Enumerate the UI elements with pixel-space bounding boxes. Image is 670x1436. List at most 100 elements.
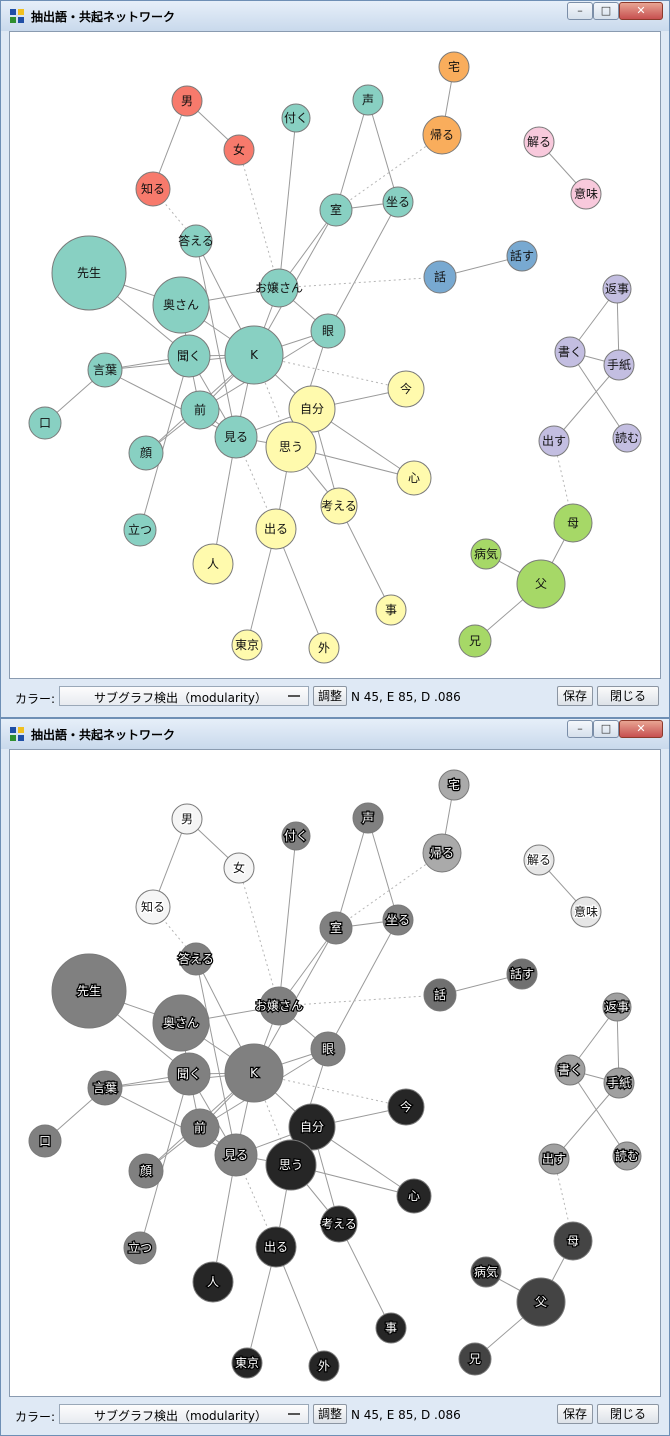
node-leave[interactable]: 出る — [255, 1226, 297, 1268]
node-circle[interactable] — [288, 385, 336, 433]
node-circle[interactable] — [308, 632, 340, 664]
node-circle[interactable] — [470, 538, 502, 570]
node-circle[interactable] — [167, 1052, 211, 1096]
close-window-button[interactable]: ✕ — [619, 720, 663, 738]
node-room[interactable]: 室 — [319, 193, 353, 227]
node-self[interactable]: 自分 — [288, 1103, 336, 1151]
node-now[interactable]: 今 — [387, 370, 425, 408]
node-circle[interactable] — [214, 1133, 258, 1177]
node-meaning[interactable]: 意味 — [570, 178, 602, 210]
node-circle[interactable] — [223, 852, 255, 884]
adjust-button[interactable]: 調整 — [313, 686, 347, 706]
node-voice[interactable]: 声 — [352, 84, 384, 116]
node-circle[interactable] — [516, 559, 566, 609]
node-circle[interactable] — [396, 460, 432, 496]
node-circle[interactable] — [570, 178, 602, 210]
node-circle[interactable] — [570, 896, 602, 928]
node-circle[interactable] — [310, 1031, 346, 1067]
minimize-button[interactable]: – — [567, 2, 593, 20]
node-circle[interactable] — [603, 349, 635, 381]
node-circle[interactable] — [281, 821, 311, 851]
node-circle[interactable] — [123, 1231, 157, 1265]
node-circle[interactable] — [281, 103, 311, 133]
node-circle[interactable] — [179, 942, 213, 976]
node-sit[interactable]: 坐る — [382, 904, 414, 936]
node-sit[interactable]: 坐る — [382, 186, 414, 218]
node-know[interactable]: 知る — [135, 889, 171, 925]
node-send[interactable]: 出す — [538, 1143, 570, 1175]
node-see[interactable]: 見る — [214, 1133, 258, 1177]
node-front[interactable]: 前 — [180, 390, 220, 430]
title-bar[interactable]: 抽出語・共起ネットワーク – □ ✕ — [1, 1, 669, 31]
node-matter[interactable]: 事 — [375, 1312, 407, 1344]
node-circle[interactable] — [458, 624, 492, 658]
node-matter[interactable]: 事 — [375, 594, 407, 626]
node-return[interactable]: 帰る — [422, 833, 462, 873]
node-okusan[interactable]: 奥さん — [152, 994, 210, 1052]
node-circle[interactable] — [87, 352, 123, 388]
node-speak[interactable]: 話す — [506, 240, 538, 272]
node-reply[interactable]: 返事 — [602, 274, 632, 304]
node-circle[interactable] — [224, 1043, 284, 1103]
node-heart[interactable]: 心 — [396, 1178, 432, 1214]
node-circle[interactable] — [179, 224, 213, 258]
node-circle[interactable] — [470, 1256, 502, 1288]
node-talk[interactable]: 話 — [423, 978, 457, 1012]
node-mother[interactable]: 母 — [553, 1221, 593, 1261]
node-circle[interactable] — [352, 84, 384, 116]
node-father[interactable]: 父 — [516, 1277, 566, 1327]
node-k[interactable]: K — [224, 1043, 284, 1103]
node-circle[interactable] — [553, 1221, 593, 1261]
node-self[interactable]: 自分 — [288, 385, 336, 433]
node-circle[interactable] — [152, 994, 210, 1052]
node-word[interactable]: 言葉 — [87, 1070, 123, 1106]
node-meaning[interactable]: 意味 — [570, 896, 602, 928]
node-man[interactable]: 男 — [171, 85, 203, 117]
node-person[interactable]: 人 — [192, 543, 234, 585]
node-circle[interactable] — [506, 240, 538, 272]
node-understand[interactable]: 解る — [523, 126, 555, 158]
maximize-button[interactable]: □ — [593, 720, 619, 738]
node-ojousan[interactable]: お嬢さん — [254, 986, 304, 1026]
node-circle[interactable] — [382, 904, 414, 936]
node-letter[interactable]: 手紙 — [603, 1067, 635, 1099]
node-circle[interactable] — [87, 1070, 123, 1106]
node-circle[interactable] — [352, 802, 384, 834]
node-stand[interactable]: 立つ — [123, 513, 157, 547]
node-circle[interactable] — [255, 508, 297, 550]
node-circle[interactable] — [28, 1124, 62, 1158]
node-circle[interactable] — [171, 803, 203, 835]
node-circle[interactable] — [602, 992, 632, 1022]
node-circle[interactable] — [51, 235, 127, 311]
node-circle[interactable] — [438, 51, 470, 83]
node-circle[interactable] — [135, 171, 171, 207]
node-send[interactable]: 出す — [538, 425, 570, 457]
node-circle[interactable] — [523, 126, 555, 158]
node-home[interactable]: 宅 — [438, 51, 470, 83]
node-tokyo[interactable]: 東京 — [231, 1347, 263, 1379]
node-understand[interactable]: 解る — [523, 844, 555, 876]
node-circle[interactable] — [180, 390, 220, 430]
node-now[interactable]: 今 — [387, 1088, 425, 1126]
node-talk[interactable]: 話 — [423, 260, 457, 294]
node-illness[interactable]: 病気 — [470, 538, 502, 570]
node-circle[interactable] — [167, 334, 211, 378]
node-reply[interactable]: 返事 — [602, 992, 632, 1022]
node-circle[interactable] — [224, 325, 284, 385]
node-circle[interactable] — [612, 423, 642, 453]
node-room[interactable]: 室 — [319, 911, 353, 945]
node-attach[interactable]: 付く — [281, 103, 311, 133]
node-circle[interactable] — [438, 769, 470, 801]
close-button[interactable]: 閉じる — [597, 1404, 659, 1424]
color-mode-select[interactable]: サブグラフ検出（modularity） — [59, 1404, 309, 1424]
node-man[interactable]: 男 — [171, 803, 203, 835]
node-circle[interactable] — [375, 1312, 407, 1344]
node-circle[interactable] — [128, 435, 164, 471]
node-circle[interactable] — [458, 1342, 492, 1376]
close-window-button[interactable]: ✕ — [619, 2, 663, 20]
node-front[interactable]: 前 — [180, 1108, 220, 1148]
node-attach[interactable]: 付く — [281, 821, 311, 851]
node-circle[interactable] — [231, 629, 263, 661]
node-read[interactable]: 読む — [612, 423, 642, 453]
